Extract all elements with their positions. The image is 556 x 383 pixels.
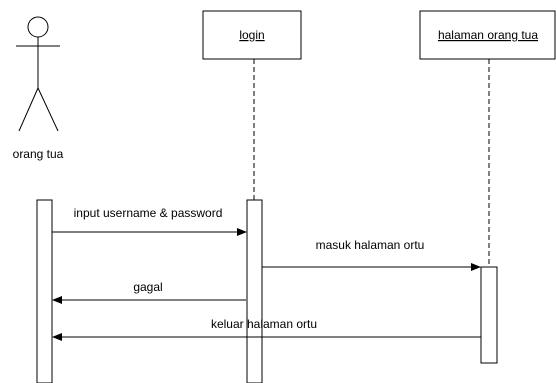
message-input-username-password: input username & password [52, 206, 247, 236]
object-box-halaman [419, 10, 556, 60]
message-gagal: gagal [52, 280, 246, 304]
object-label-login: login [239, 28, 264, 42]
object-box-login [202, 10, 302, 60]
actor-head [27, 16, 49, 38]
object-label-halaman: halaman orang tua [438, 28, 538, 42]
actor-left-leg [18, 87, 39, 132]
activation-orang-tua [36, 199, 53, 383]
message-label: keluar halaman ortu [211, 317, 317, 331]
actor-label: orang tua [13, 147, 64, 161]
object-halaman-orang-tua: halaman orang tua [419, 10, 556, 364]
activation-login [246, 199, 263, 383]
message-label: gagal [133, 280, 162, 294]
message-masuk-halaman-ortu: masuk halaman ortu [262, 238, 481, 271]
actor-right-leg [37, 87, 59, 132]
actor-orang-tua: orang tua [13, 16, 64, 161]
message-keluar-halaman-ortu: keluar halaman ortu [52, 317, 481, 341]
object-login: login [202, 10, 302, 383]
message-label: input username & password [74, 206, 223, 220]
activation-halaman [480, 266, 498, 364]
message-label: masuk halaman ortu [316, 238, 425, 252]
